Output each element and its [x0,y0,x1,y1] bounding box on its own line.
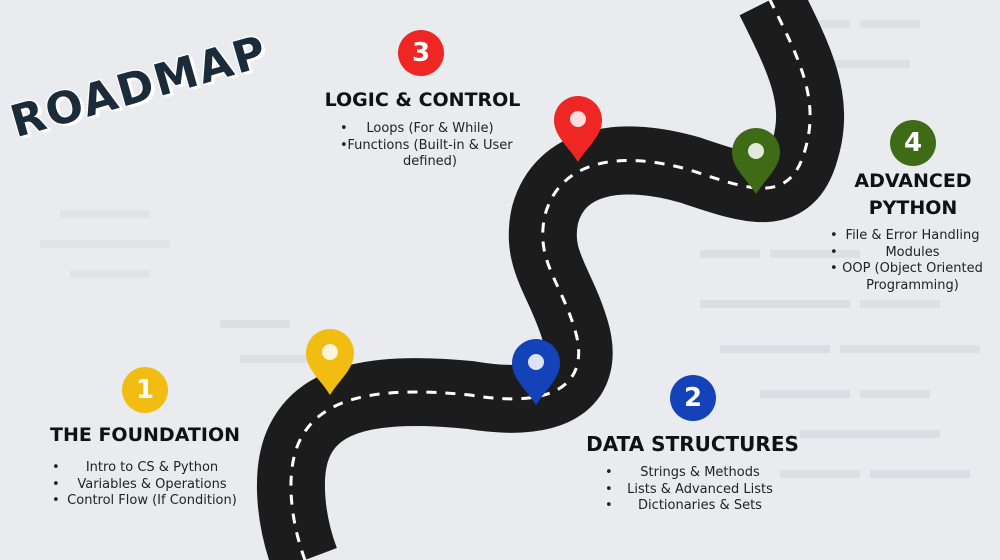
map-pin-icon [732,128,780,194]
stage-4-heading-line: PYTHON [868,197,958,219]
stage-4-heading-line: ADVANCED [854,170,972,192]
list-item: Variables & Operations [52,477,252,494]
stage-1-heading: THE FOUNDATION [50,424,240,446]
list-item: Modules [830,245,995,262]
list-item: OOP (Object Oriented Programming) [830,261,995,294]
stage-3-number-badge: 3 [398,30,444,76]
map-pin-icon [554,96,602,162]
stage-2-number-badge: 2 [670,375,716,421]
list-item: Control Flow (If Condition) [52,493,252,510]
stage-2-heading: DATA STRUCTURES [586,432,799,456]
stage-1-items: Intro to CS & Python Variables & Operati… [52,460,252,510]
list-item: Dictionaries & Sets [605,498,795,515]
stage-3-heading: LOGIC & CONTROL [324,89,521,111]
stage-2-items: Strings & Methods Lists & Advanced Lists… [605,465,795,515]
map-pin-icon [512,339,560,405]
stage-4-heading: ADVANCED PYTHON [843,168,983,222]
list-item: Loops (For & While) [340,121,520,138]
road-center-line [289,0,812,560]
list-item: Lists & Advanced Lists [605,482,795,499]
stage-1-number-badge: 1 [122,367,168,413]
stage-3-items: Loops (For & While) Functions (Built-in … [340,121,520,171]
list-item: Intro to CS & Python [52,460,252,477]
stage-4-number-badge: 4 [890,120,936,166]
list-item: File & Error Handling [830,228,995,245]
map-pin-icon [306,329,354,395]
list-item: Strings & Methods [605,465,795,482]
stage-4-items: File & Error Handling Modules OOP (Objec… [830,228,995,294]
list-item: Functions (Built-in & User defined) [340,138,520,171]
